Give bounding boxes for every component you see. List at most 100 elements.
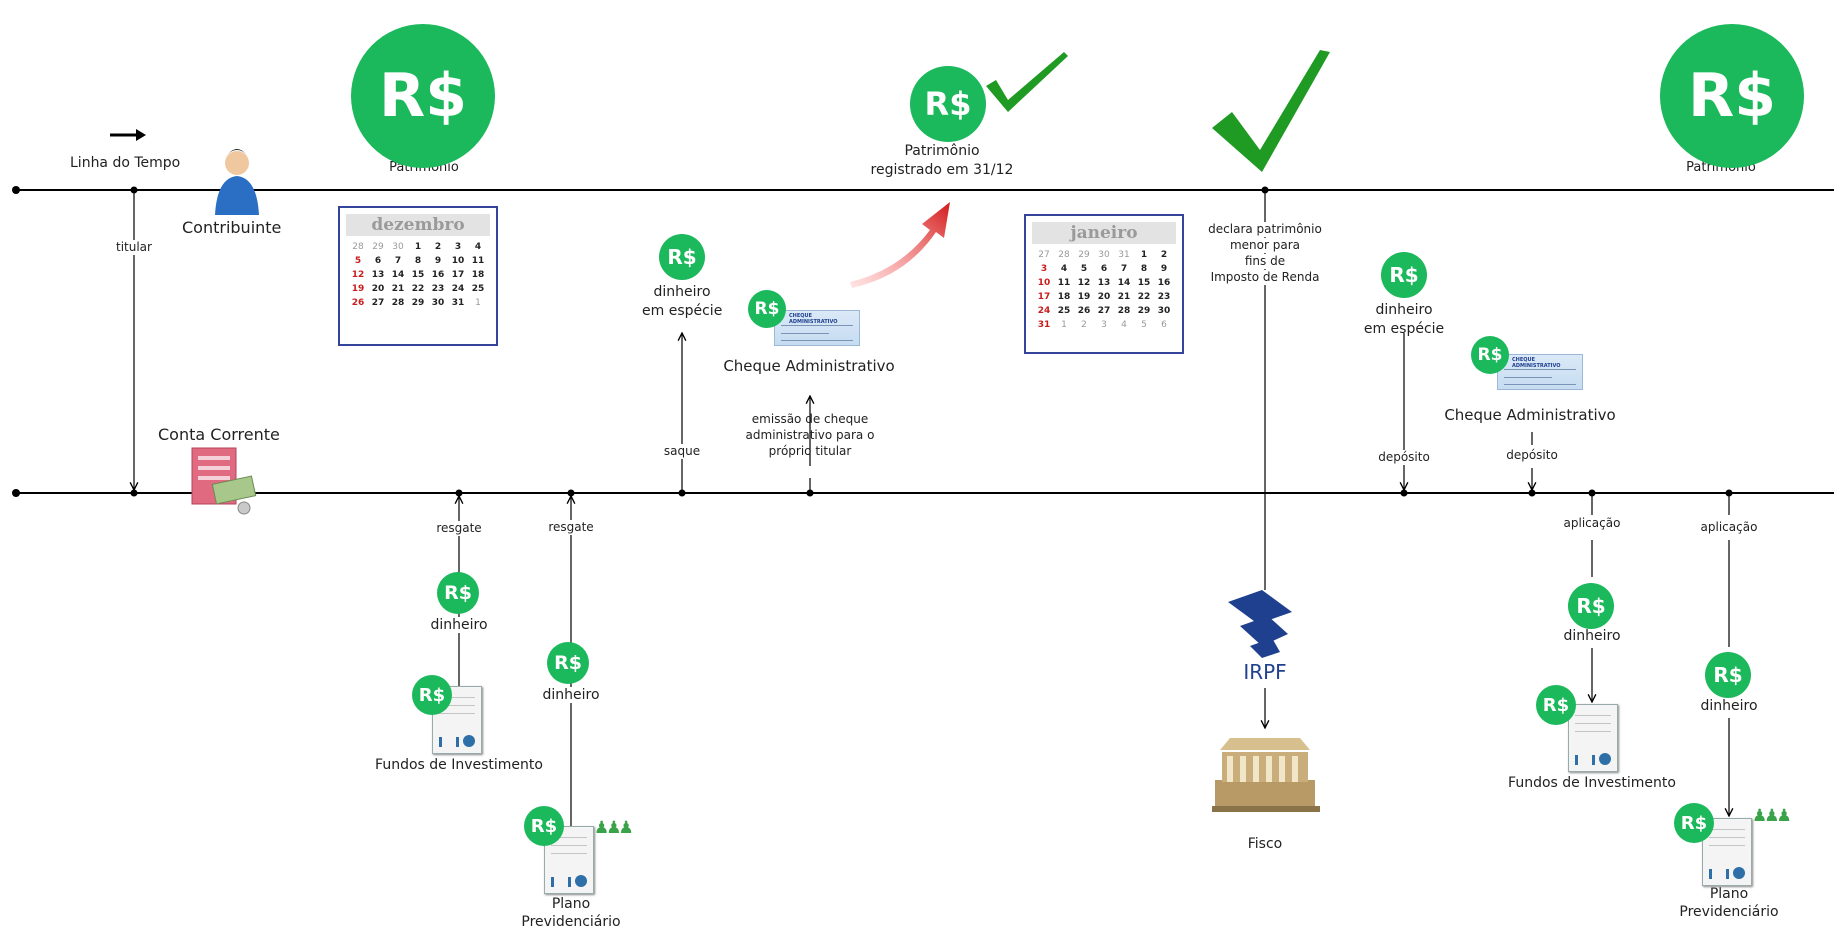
- calendar-day: 26: [1077, 306, 1091, 316]
- calendar-day: 6: [1100, 264, 1108, 274]
- user-icon: [215, 149, 259, 215]
- irpf-label: IRPF: [1243, 660, 1287, 684]
- investment-document-icon-2: [1568, 704, 1618, 772]
- calendar-day: 18: [471, 270, 485, 280]
- calendar-day: 28: [1058, 250, 1070, 260]
- calendar-day: 14: [391, 270, 405, 280]
- dinheiro-especie2-label-2: em espécie: [1363, 321, 1445, 337]
- calendar-day: 21: [391, 284, 405, 294]
- calendar-day: 9: [434, 256, 442, 266]
- calendar-day: 20: [371, 284, 385, 294]
- calendar-day: 15: [1137, 278, 1151, 288]
- currency-coin-plano2: R$: [1674, 803, 1714, 843]
- receita-federal-logo: [1228, 590, 1292, 658]
- calendar-day: 11: [471, 256, 485, 266]
- calendar-day: 29: [1137, 306, 1151, 316]
- calendar-day: 17: [451, 270, 465, 280]
- calendar-day: 11: [1057, 278, 1071, 288]
- dinheiro-label-a: dinheiro: [419, 617, 499, 633]
- calendar-day: 27: [371, 298, 385, 308]
- calendar-day: 19: [1077, 292, 1091, 302]
- currency-coin-d: R$: [1705, 652, 1751, 698]
- emissao-label-1: emissão de cheque: [751, 412, 869, 426]
- aplicacao-label-2: aplicação: [1689, 520, 1769, 535]
- calendar-day: 12: [1077, 278, 1091, 288]
- calendar-day: 31: [451, 298, 465, 308]
- calendar-day: 31: [1118, 250, 1130, 260]
- arrow-right-icon: [110, 129, 146, 141]
- plano-label-2-l2: Previdenciário: [1679, 904, 1779, 920]
- dinheiro-especie-label-2: em espécie: [642, 303, 723, 319]
- calendar-day: 3: [454, 242, 462, 252]
- calendar-day: 3: [1040, 264, 1048, 274]
- calendar-day: 30: [1098, 250, 1110, 260]
- calendar-day: 20: [1097, 292, 1111, 302]
- people-icon: ♟♟♟: [594, 818, 634, 838]
- calendar-day: 7: [394, 256, 402, 266]
- resgate-label-1: resgate: [424, 521, 494, 536]
- calendar-day: 24: [451, 284, 465, 294]
- calendar-day: 13: [1097, 278, 1111, 288]
- calendar-month-label: janeiro: [1032, 222, 1176, 244]
- dinheiro-label-b: dinheiro: [531, 687, 611, 703]
- calendar-day: 16: [431, 270, 445, 280]
- calendar-day: 28: [391, 298, 405, 308]
- calendar-day: 25: [1057, 306, 1071, 316]
- currency-coin-big-left: R$: [351, 24, 495, 168]
- cheque-header-2: CHEQUE ADMINISTRATIVO: [1512, 357, 1561, 369]
- checkmark-icon-small: [986, 52, 1068, 112]
- fisco-label: Fisco: [1247, 836, 1283, 852]
- cheque-header: CHEQUE ADMINISTRATIVO: [789, 313, 838, 325]
- cheque-icon: CHEQUE ADMINISTRATIVO: [774, 310, 860, 346]
- dinheiro-label-d: dinheiro: [1689, 698, 1769, 714]
- calendar-day: 2: [1160, 250, 1168, 260]
- calendar-day: 1: [414, 242, 422, 252]
- currency-coin-b: R$: [547, 642, 589, 684]
- calendar-day: 5: [1080, 264, 1088, 274]
- declara-label-3: fins de: [1185, 254, 1345, 269]
- calendar-day: 19: [351, 284, 365, 294]
- calendar-day: 12: [351, 270, 365, 280]
- patrimonio-center-label-2: registrado em 31/12: [870, 162, 1014, 178]
- dinheiro-especie2-label-1: dinheiro: [1375, 302, 1433, 318]
- deposito-label-2: depósito: [1497, 448, 1567, 463]
- calendar-day: 23: [431, 284, 445, 294]
- currency-coin-especie: R$: [659, 234, 705, 280]
- people-icon-2: ♟♟♟: [1752, 806, 1792, 826]
- government-building-icon: [1212, 738, 1320, 812]
- calendar-day: 2: [434, 242, 442, 252]
- calendar-day: 8: [414, 256, 422, 266]
- calendar-month-label: dezembro: [346, 214, 490, 236]
- currency-coin-especie2: R$: [1381, 252, 1427, 298]
- calendar-day: 28: [1117, 306, 1131, 316]
- currency-coin-center: R$: [910, 66, 986, 142]
- calendar-day: 17: [1037, 292, 1051, 302]
- plano-label-1-l1: Plano: [551, 896, 591, 912]
- declara-label-2: menor para: [1185, 238, 1345, 253]
- patrimonio-center-label-1: Patrimônio: [904, 143, 980, 159]
- calendar-day: 5: [1141, 320, 1147, 330]
- calendar-day: 4: [1060, 264, 1068, 274]
- linha-do-tempo-label: Linha do Tempo: [70, 155, 181, 171]
- emissao-label-2: administrativo para o: [745, 428, 875, 442]
- fundos-label-1: Fundos de Investimento: [375, 757, 543, 773]
- calendar-day: 30: [392, 242, 404, 252]
- calendar-day: 29: [1078, 250, 1090, 260]
- currency-coin-a: R$: [437, 572, 479, 614]
- deposito-label-1: depósito: [1369, 450, 1439, 465]
- conta-corrente-label: Conta Corrente: [158, 425, 280, 444]
- calendar-day: 27: [1097, 306, 1111, 316]
- titular-label: titular: [116, 240, 152, 255]
- calendar-day: 1: [475, 298, 481, 308]
- calendar-day: 16: [1157, 278, 1171, 288]
- calendar-day: 30: [1157, 306, 1171, 316]
- red-growth-arrow: [850, 202, 950, 288]
- emissao-label-3: próprio titular: [768, 444, 852, 458]
- dinheiro-especie-label-1: dinheiro: [653, 284, 711, 300]
- calendar-day: 27: [1038, 250, 1050, 260]
- calendar-day: 1: [1140, 250, 1148, 260]
